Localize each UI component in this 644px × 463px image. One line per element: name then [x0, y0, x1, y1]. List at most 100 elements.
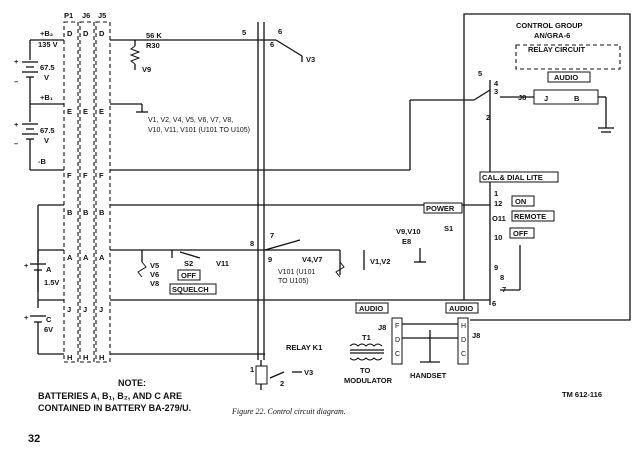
s1-pos-10: 10: [494, 233, 502, 242]
j8-left-pin-d: D: [395, 337, 400, 344]
pin-h-j5: H: [99, 353, 104, 362]
j8-left-pin-f: F: [395, 323, 399, 330]
coil-2: 2: [280, 379, 284, 388]
pin-b-j6: B: [83, 208, 89, 217]
pin-h-j6: H: [83, 353, 88, 362]
note-line-1: BATTERIES A, B₁, B₂, AND C ARE: [38, 391, 182, 401]
s1-pos-11: O11: [492, 214, 506, 223]
s1-pos-12: 12: [494, 199, 502, 208]
j8-right-pin-c: C: [461, 351, 466, 358]
b2-voltage: 135 V: [38, 40, 58, 49]
r30-value: 56 K: [146, 31, 162, 40]
b1-unit: V: [44, 136, 49, 145]
s1-pos-2: 2: [486, 113, 490, 122]
s1-e8: E8: [402, 237, 411, 246]
squelch-v11: V11: [216, 259, 229, 268]
contact-6b: 6: [278, 27, 282, 36]
squelch-label: SQUELCH: [172, 285, 209, 294]
modulator-label: MODULATOR: [344, 376, 393, 385]
on-label: ON: [515, 197, 526, 206]
relay-circuit-label: RELAY CIRCUIT: [528, 45, 586, 54]
b1-label: +B₁: [40, 93, 53, 102]
control-group-title: CONTROL GROUP: [516, 21, 583, 30]
coil-1: 1: [250, 365, 254, 374]
c-plus: +: [24, 313, 29, 322]
s1-pos-5: 5: [478, 69, 482, 78]
b2-minus: –: [14, 77, 18, 86]
b2-label: +B₂: [40, 29, 53, 38]
tubes-v1-v2: V1,V2: [370, 257, 390, 266]
a-plus: +: [24, 261, 29, 270]
r30-ref: R30: [146, 41, 160, 50]
s1-pos-9: 9: [494, 263, 498, 272]
connector-j6-label: J6: [82, 11, 90, 20]
pin-a-j5: A: [99, 253, 105, 262]
remote-label: REMOTE: [514, 212, 546, 221]
page-number: 32: [28, 433, 40, 445]
relay-k1: 5 6 6 V3 8 7 9 1 2 V3 RELAY K1: [242, 22, 341, 390]
bus-wiring: 56 K R30 V9 V1, V2, V4, V5, V6, V7, V8, …: [110, 31, 490, 355]
battery-a-label: A: [46, 265, 52, 274]
pin-b-p1: B: [67, 208, 73, 217]
contact-9: 9: [268, 255, 272, 264]
tubes-v4-v7: V4,V7: [302, 255, 322, 264]
switch-s1: 5 3 4 2 1 12 O11 10 9 8 7 6 CAL.& DIAL L…: [396, 69, 559, 308]
pin-f-j5: F: [99, 171, 104, 180]
s1-pos-8: 8: [500, 273, 504, 282]
battery-c-voltage: 6V: [44, 325, 53, 334]
b2a-unit: V: [44, 73, 49, 82]
control-pin-b: B: [574, 94, 580, 103]
battery-c-label: C: [46, 315, 52, 324]
pin-a-p1: A: [67, 253, 73, 262]
pin-b-j5: B: [99, 208, 105, 217]
coil-v3: V3: [304, 368, 313, 377]
audio-right-label: AUDIO: [449, 304, 473, 313]
to-label: TO: [360, 366, 370, 375]
pin-j-p1: J: [67, 305, 71, 314]
pin-e-j6: E: [83, 107, 88, 116]
note-block: NOTE: BATTERIES A, B₁, B₂, AND C ARE CON…: [38, 378, 191, 413]
contact-5: 5: [242, 28, 246, 37]
squelch-v8: V8: [150, 279, 159, 288]
battery-b-stack: +B₂ 135 V + 67.5 V – +B₁ + 67.5 V – -B: [14, 29, 64, 171]
connector-p1-label: P1: [64, 11, 73, 20]
j8-right-label: J8: [472, 331, 480, 340]
off-label: OFF: [513, 229, 528, 238]
b1-minus: –: [14, 139, 18, 148]
tm-number: TM 612-116: [562, 390, 602, 399]
j8-right-pin-d: D: [461, 337, 466, 344]
contact-8: 8: [250, 239, 254, 248]
s1-pos-6: 6: [492, 299, 496, 308]
contact-6a: 6: [270, 40, 274, 49]
j8-right-pin-h: H: [461, 323, 466, 330]
pin-f-j6: F: [83, 171, 88, 180]
s1-label: S1: [444, 224, 453, 233]
tube-v101: V101 (U101: [278, 269, 315, 276]
connector-strips: P1 J6 J5 D D D E E E F F F B B B A A A J…: [63, 11, 111, 363]
figure-caption: Figure 22. Control circuit diagram.: [231, 407, 346, 416]
s1-pos-4: 4: [494, 79, 499, 88]
minus-b-label: -B: [38, 157, 46, 166]
note-title: NOTE:: [118, 378, 146, 388]
b1-voltage: 67.5: [40, 126, 55, 135]
connector-j5-label: J5: [98, 11, 106, 20]
audio-left-label: AUDIO: [359, 304, 383, 313]
note-line-2: CONTAINED IN BATTERY BA-279/U.: [38, 403, 191, 413]
control-group: CONTROL GROUP AN/GRA-6 RELAY CIRCUIT AUD…: [463, 13, 631, 321]
squelch-section: V5 V6 V8 S2 V11 OFF SQUELCH V4,V7 V101 (…: [137, 250, 390, 295]
s1-pos-3: 3: [494, 87, 498, 96]
squelch-off-label: OFF: [181, 271, 196, 280]
squelch-v6: V6: [150, 270, 159, 279]
pin-d-p1: D: [67, 29, 73, 38]
b2-plus: +: [14, 57, 19, 66]
pin-d-j6: D: [83, 29, 89, 38]
r30-tube: V9: [142, 65, 151, 74]
pin-d-j5: D: [99, 29, 105, 38]
handset-label: HANDSET: [410, 371, 447, 380]
control-pin-j: J: [544, 94, 548, 103]
control-audio-label: AUDIO: [554, 73, 578, 82]
audio-section: AUDIO AUDIO J8 J8 F D C H D C T1 TO MODU…: [344, 302, 480, 385]
tubes-line-1: V1, V2, V4, V5, V6, V7, V8,: [148, 117, 233, 124]
battery-a-voltage: 1.5V: [44, 278, 59, 287]
